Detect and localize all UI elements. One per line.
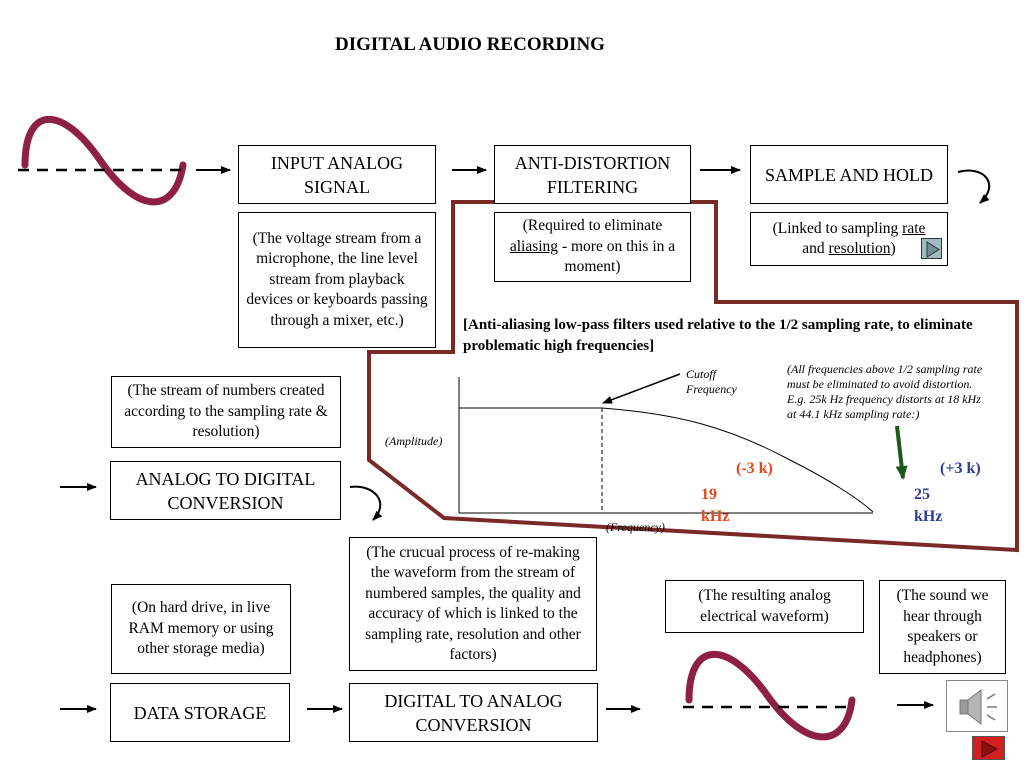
cutoff-arrow-icon (602, 373, 681, 404)
next-slide-icon[interactable] (972, 736, 1005, 760)
filter-explanation: (All frequencies above 1/2 sampling rate… (787, 362, 983, 421)
analog-out-note: (The resulting analog electrical wavefor… (665, 580, 864, 633)
play-icon[interactable] (921, 238, 942, 259)
adc-note: (The stream of numbers created according… (111, 376, 341, 448)
filter-panel-heading: [Anti-aliasing low-pass filters used rel… (463, 317, 973, 354)
sample-and-hold-box: SAMPLE AND HOLD (750, 145, 948, 204)
sine-wave-icon (683, 650, 856, 741)
page-title: DIGITAL AUDIO RECORDING (335, 34, 605, 55)
dac-note: (The crucual process of re-making the wa… (349, 537, 597, 671)
sample-note: (Linked to sampling rate and resolution) (750, 212, 948, 266)
anti-distortion-filtering-box: ANTI-DISTORTION FILTERING (494, 145, 691, 204)
speaker-icon[interactable] (946, 680, 1008, 732)
input-note: (The voltage stream from a microphone, t… (238, 212, 436, 348)
filter-note: (Required to eliminate aliasing - more o… (494, 212, 691, 282)
curved-arrow-icon (957, 169, 991, 204)
filter-response-curve (459, 407, 874, 513)
curved-arrow-icon (349, 485, 383, 521)
data-storage-box: DATA STORAGE (110, 683, 290, 742)
high-frequency-label: 25 kHz (914, 486, 943, 525)
minus-3k-label: (-3 k) (736, 460, 773, 477)
cutoff-label: Cutoff Frequency (686, 367, 737, 396)
digital-to-analog-box: DIGITAL TO ANALOG CONVERSION (349, 683, 598, 742)
input-analog-signal-box: INPUT ANALOG SIGNAL (238, 145, 436, 204)
low-frequency-label: 19 kHz (701, 486, 730, 525)
analog-to-digital-box: ANALOG TO DIGITAL CONVERSION (110, 461, 341, 520)
storage-note: (On hard drive, in live RAM memory or us… (111, 584, 291, 674)
aliasing-link[interactable]: aliasing (509, 237, 559, 255)
frequency-label: (Frequency) (606, 520, 665, 534)
rate-link[interactable]: rate (902, 219, 926, 237)
plus-3k-label: (+3 k) (940, 460, 981, 477)
speakers-note: (The sound we hear through speakers or h… (879, 580, 1006, 674)
sine-wave-icon (18, 115, 188, 206)
resolution-link[interactable]: resolution (828, 240, 891, 257)
green-arrow-icon (895, 425, 908, 480)
amplitude-label: (Amplitude) (385, 434, 443, 448)
filter-panel-outline (367, 200, 1019, 553)
